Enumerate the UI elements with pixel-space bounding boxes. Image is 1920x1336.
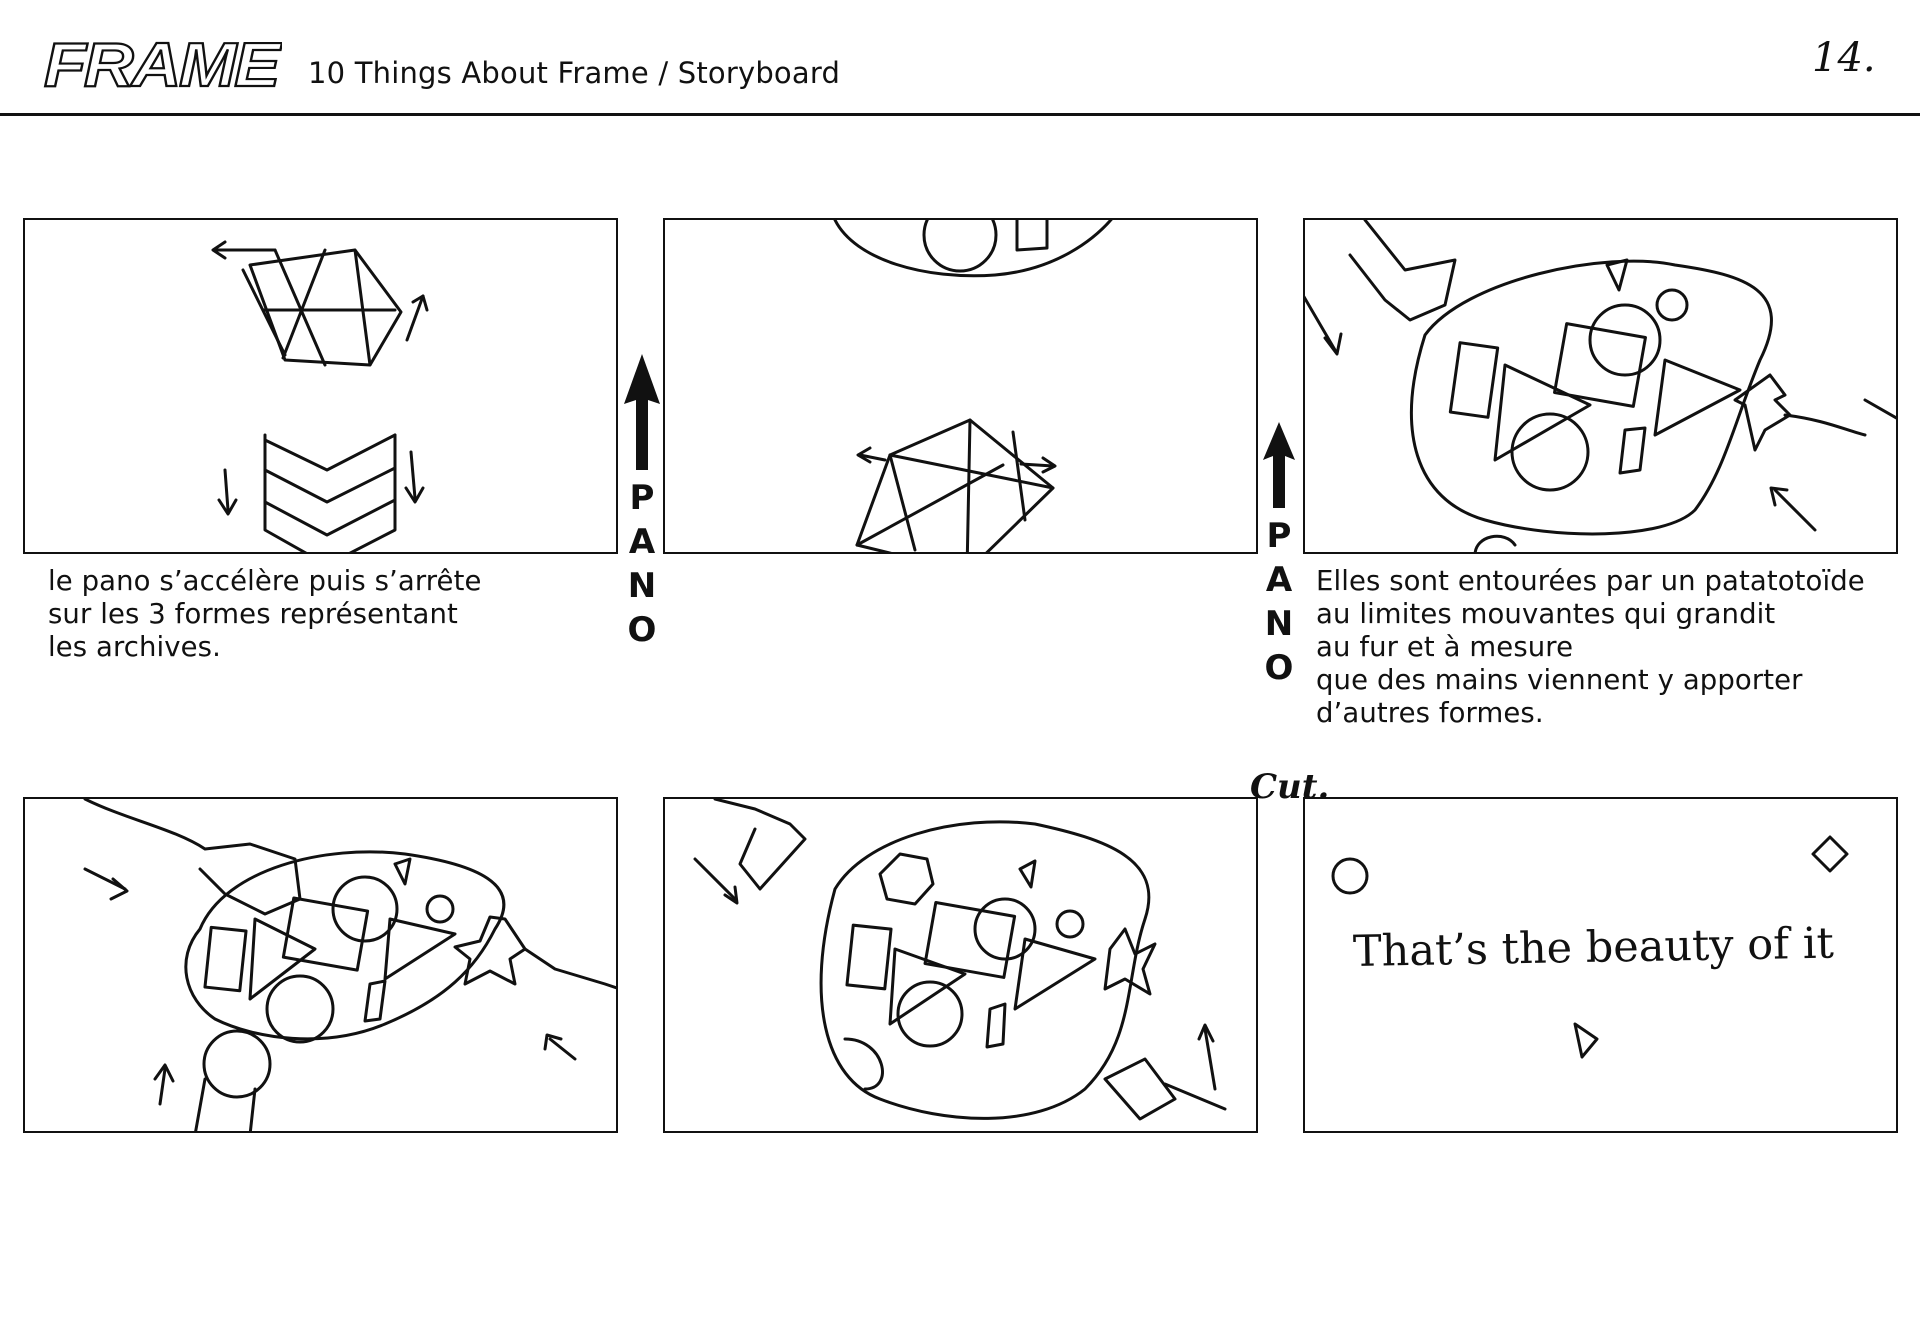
page-number: 14. xyxy=(1812,35,1876,81)
panel-2-sketch xyxy=(833,220,1113,552)
panel-6-sketch xyxy=(1331,835,1849,1059)
pano-transition-2: P A N O xyxy=(1259,420,1299,690)
caption-line: Elles sont entourées par un patatotoïde xyxy=(1316,565,1865,597)
circle-shape xyxy=(1331,857,1369,895)
diamond-shape xyxy=(1811,835,1849,873)
up-arrow-icon xyxy=(1263,422,1295,508)
storyboard-panel-3 xyxy=(1303,218,1898,554)
caption-line: que des mains viennent y apporter xyxy=(1316,664,1803,696)
caption-line: au limites mouvantes qui grandit xyxy=(1316,598,1776,630)
pano-letter: A xyxy=(628,522,656,562)
panel-3-sketch xyxy=(1305,220,1896,552)
panel-4-sketch xyxy=(83,799,616,1131)
storyboard-panel-6: That’s the beauty of it xyxy=(1303,797,1898,1133)
panel-3-caption: Elles sont entourées par un patatotoïde … xyxy=(1316,565,1865,730)
panel-5-sketch xyxy=(693,799,1227,1121)
frame-logo: FRAME xyxy=(43,32,282,94)
caption-line: au fur et à mesure xyxy=(1316,631,1574,663)
caption-line: les archives. xyxy=(48,631,221,663)
pano-letter: N xyxy=(627,566,657,606)
pano-letter: O xyxy=(1264,648,1294,688)
svg-text:FRAME: FRAME xyxy=(44,32,282,94)
panel-1-caption: le pano s’accélère puis s’arrête sur les… xyxy=(48,565,481,664)
storyboard-panel-2 xyxy=(663,218,1258,554)
pano-transition-1: P A N O xyxy=(622,352,662,652)
document-title: 10 Things About Frame / Storyboard xyxy=(308,56,841,90)
panel-1-sketch xyxy=(211,240,429,552)
page-header: FRAME 10 Things About Frame / Storyboard… xyxy=(0,0,1920,116)
caption-line: d’autres formes. xyxy=(1316,697,1544,729)
storyboard-panel-4 xyxy=(23,797,618,1133)
caption-line: le pano s’accélère puis s’arrête xyxy=(48,565,482,597)
triangle-shape xyxy=(1573,1022,1599,1059)
caption-line: sur les 3 formes représentant xyxy=(48,598,458,630)
pano-letter: O xyxy=(627,610,657,650)
pano-letter: A xyxy=(1265,560,1293,600)
pano-letter: P xyxy=(1266,516,1292,556)
storyboard-panel-5 xyxy=(663,797,1258,1133)
header-divider xyxy=(0,113,1920,116)
pano-letter: N xyxy=(1264,604,1294,644)
storyboard-panel-1 xyxy=(23,218,618,554)
panel-6-overlay-text: That’s the beauty of it xyxy=(1352,918,1835,977)
pano-letter: P xyxy=(629,478,655,518)
up-arrow-icon xyxy=(624,354,660,470)
